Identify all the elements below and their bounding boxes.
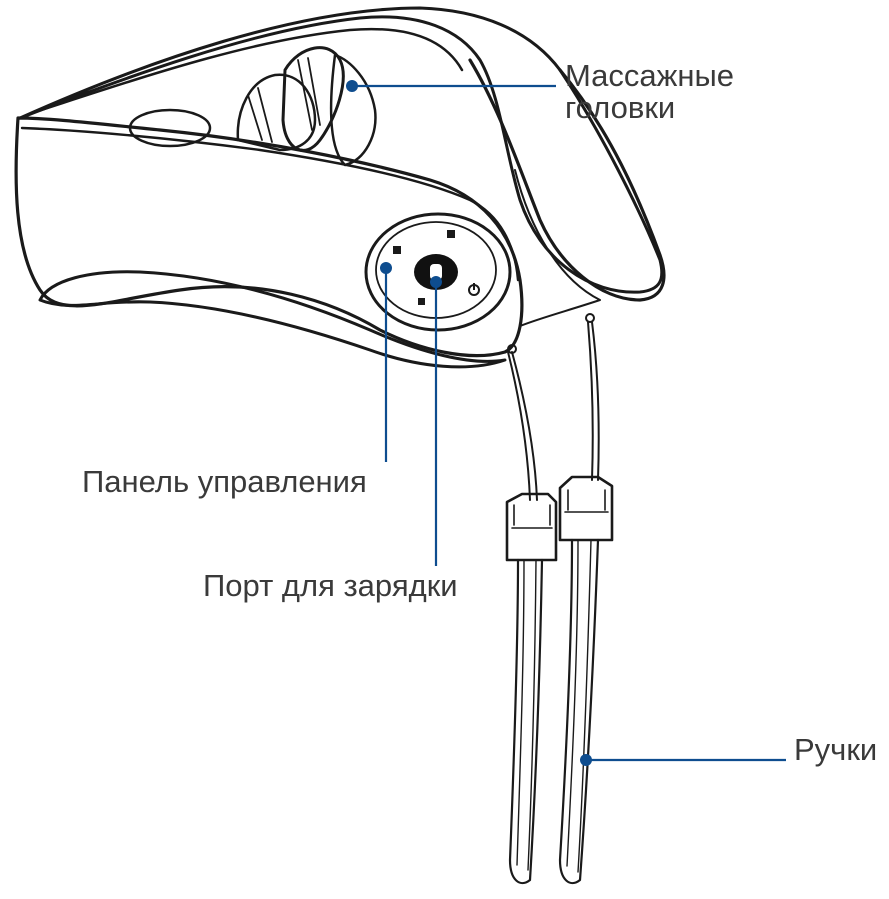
clip-left — [507, 494, 556, 560]
back-shell — [20, 8, 662, 292]
strap-anchor-right — [586, 314, 594, 322]
cord-left — [508, 352, 537, 500]
callout-dot-control-panel — [380, 262, 392, 274]
massage-mode-icon[interactable] — [393, 246, 401, 254]
callout-charging-port: Порт для зарядки — [203, 276, 458, 603]
clip-right-detail — [565, 490, 608, 512]
label-handles: Ручки — [794, 732, 877, 767]
label-control-panel: Панель управления — [82, 464, 367, 499]
heat-icon[interactable] — [418, 298, 425, 305]
callout-handles: Ручки — [580, 732, 877, 767]
massage-head-knob — [331, 55, 375, 165]
label-charging-port: Порт для зарядки — [203, 568, 458, 603]
label-massage-heads-line1: Массажные — [565, 58, 734, 93]
callout-massage-heads: Массажные головки — [346, 58, 734, 125]
callout-dot-charging-port — [430, 276, 442, 288]
strap-left — [510, 560, 542, 883]
cord-right — [588, 322, 599, 480]
intensity-icon[interactable] — [447, 230, 455, 238]
label-massage-heads-line2: головки — [565, 90, 675, 125]
power-icon[interactable] — [469, 283, 479, 295]
callout-dot-handles — [580, 754, 592, 766]
callout-dot-massage-heads — [346, 80, 358, 92]
strap-right — [560, 540, 598, 883]
clip-left-detail — [512, 505, 552, 528]
handles — [507, 322, 612, 883]
